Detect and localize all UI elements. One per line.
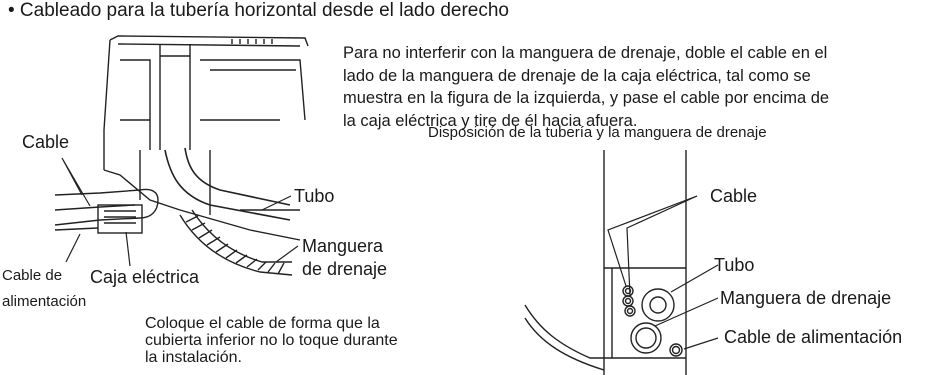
indoor-unit-drawing: [54, 35, 309, 276]
label-cable-alimentacion-line2: alimentación: [2, 293, 87, 310]
cross-section-drawing: [524, 150, 687, 375]
label-manguera-line2: de drenaje: [302, 259, 388, 279]
note-line: Coloque el cable de forma que la: [145, 315, 380, 332]
note-line: cubierta inferior no lo toque durante: [145, 332, 398, 349]
note-line: la instalación.: [145, 349, 242, 366]
paragraph-line: muestra en la figura de la izquierda, y …: [343, 89, 830, 107]
figure-title: Disposición de la tubería y la manguera …: [428, 124, 767, 141]
paragraph-line: Para no interferir con la manguera de dr…: [343, 44, 828, 62]
label-cable: Cable: [22, 132, 70, 152]
right-label-tubo: Tubo: [714, 255, 755, 275]
paragraph-line: lado de la manguera de drenaje de la caj…: [343, 66, 811, 85]
instruction-paragraph: Para no interferir con la manguera de dr…: [343, 42, 943, 132]
installation-note: Coloque el cable de forma que la cubiert…: [145, 315, 465, 366]
label-caja-electrica: Caja eléctrica: [90, 267, 200, 287]
paragraph-line: la caja eléctrica y tire de él hacia afu…: [343, 111, 638, 130]
right-label-manguera: Manguera de drenaje: [720, 288, 892, 308]
label-manguera-line1: Manguera: [302, 236, 384, 256]
right-label-cable: Cable: [710, 186, 758, 206]
label-cable-alimentacion-line1: Cable de: [2, 267, 63, 284]
right-leader-lines: [607, 195, 719, 350]
section-heading: • Cableado para la tubería horizontal de…: [8, 0, 509, 21]
label-tubo: Tubo: [294, 186, 335, 206]
left-leader-lines: [61, 157, 299, 267]
right-label-cable-alimentacion: Cable de alimentación: [724, 327, 903, 347]
